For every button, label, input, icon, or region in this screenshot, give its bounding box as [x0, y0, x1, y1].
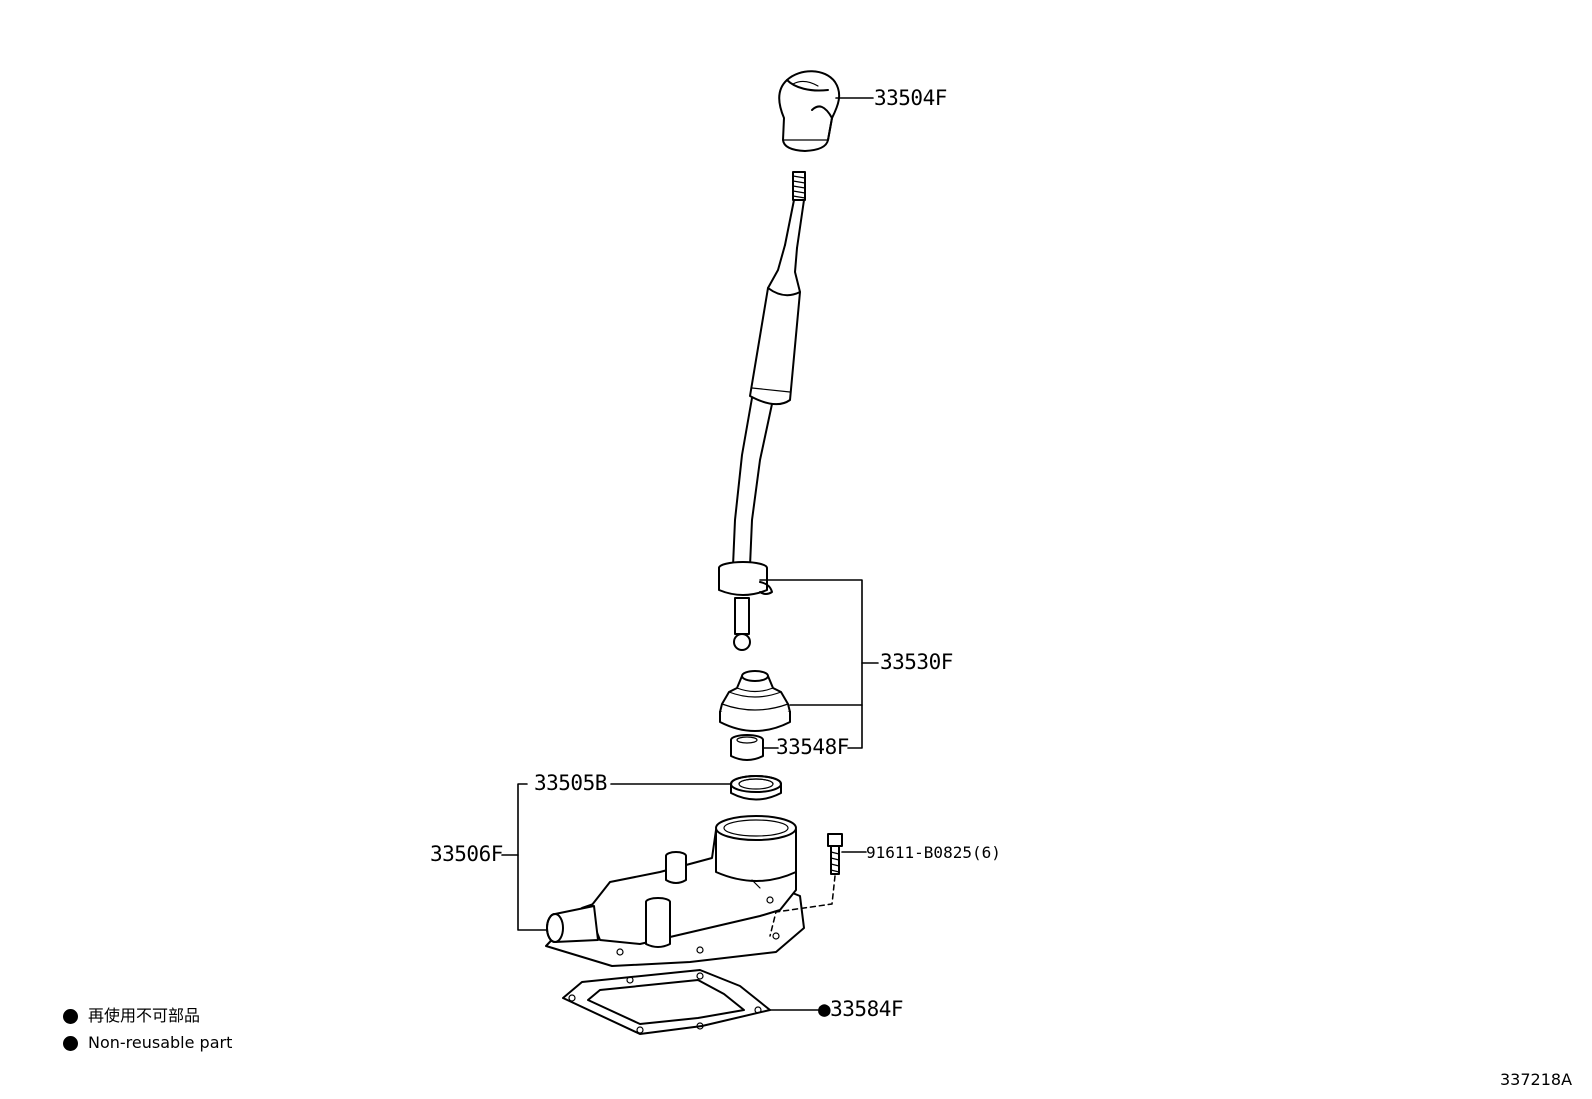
bushing-drawing: [730, 734, 764, 761]
legend-jp: 再使用不可部品: [63, 1008, 200, 1024]
bullet-icon: [63, 1008, 78, 1024]
label-gasket: ●33584F: [818, 997, 904, 1021]
shift-lever-drawing: [732, 171, 806, 567]
legend-jp-text: 再使用不可部品: [88, 1006, 201, 1025]
seal-drawing: [730, 775, 782, 801]
label-bushing: 33548F: [776, 735, 849, 759]
boot-drawing: [719, 670, 791, 732]
catalog-id: 337218A: [1500, 1070, 1573, 1089]
leader-retainer: [517, 783, 547, 931]
label-seal: 33505B: [534, 771, 607, 795]
lever-base-drawing: [718, 561, 773, 651]
label-retainer: 33506F: [430, 842, 503, 866]
bullet-icon: [63, 1035, 78, 1051]
label-knob: 33504F: [874, 86, 947, 110]
label-bolt: 91611-B0825(6): [866, 843, 1001, 862]
leader-lines: [501, 97, 879, 1011]
legend-en-text: Non-reusable part: [88, 1033, 233, 1052]
leader-lever-assy: [759, 579, 863, 749]
shift-knob-drawing: [778, 70, 841, 152]
legend-en: Non-reusable part: [63, 1035, 232, 1051]
label-lever-assy: 33530F: [880, 650, 953, 674]
bolt-drawing: [769, 833, 843, 937]
retainer-housing-drawing: [545, 815, 805, 967]
gasket-drawing: [562, 969, 771, 1035]
